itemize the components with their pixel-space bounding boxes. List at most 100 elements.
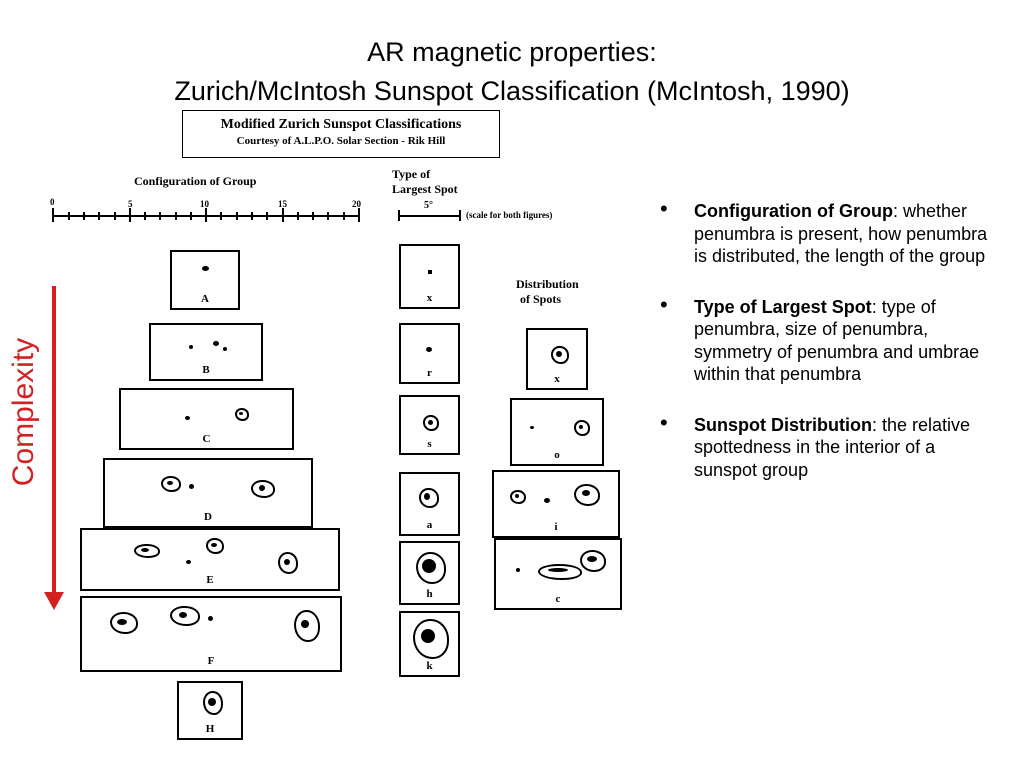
- complexity-arrow-head: [44, 592, 64, 610]
- spot-type-box: r: [399, 323, 460, 384]
- sunspot-mark: [189, 484, 194, 489]
- credit-subtitle: Courtesy of A.L.P.O. Solar Section - Rik…: [236, 135, 446, 147]
- scale-tick-label: 0: [50, 197, 55, 207]
- sunspot-mark: [161, 476, 181, 492]
- bullet-item: • Type of Largest Spot: type of penumbra…: [660, 291, 990, 386]
- spot-type-box: h: [399, 541, 460, 605]
- scale-tick: [129, 208, 131, 222]
- bullet-item: • Configuration of Group: whether penumb…: [660, 197, 990, 268]
- group-class-box: H: [177, 681, 243, 740]
- type-header-line1: Type of: [392, 167, 431, 181]
- bullet-list: • Configuration of Group: whether penumb…: [660, 197, 990, 509]
- scale-minor-tick: [343, 212, 345, 220]
- distribution-header-line1: Distribution: [516, 277, 579, 291]
- scale-minor-tick: [175, 212, 177, 220]
- scale-minor-tick: [98, 212, 100, 220]
- scale-tick-label: 20: [352, 199, 361, 209]
- bullet-description: : type of penumbra, size of penumbra, sy…: [694, 296, 980, 385]
- scale-minor-tick: [144, 212, 146, 220]
- sunspot-mark: [170, 606, 200, 626]
- bullet-term: Configuration of Group: [694, 201, 893, 221]
- sunspot-mark: [134, 544, 160, 558]
- group-class-label: F: [207, 655, 215, 667]
- bullet-term: Sunspot Distribution: [694, 414, 872, 435]
- bullet-description: : the relative spottedness in the interi…: [694, 414, 971, 480]
- scale-minor-tick: [114, 212, 116, 220]
- distribution-label: c: [555, 593, 561, 605]
- sunspot-mark: [423, 415, 439, 431]
- sunspot-mark: [428, 270, 432, 274]
- spot-type-box: k: [399, 611, 460, 677]
- sunspot-mark: [202, 266, 209, 271]
- type-header: Type of Largest Spot: [392, 167, 458, 197]
- group-class-box: F: [80, 596, 342, 672]
- distribution-label: i: [554, 521, 558, 533]
- spot-type-label: r: [427, 367, 432, 379]
- scale-tick-label: 15: [278, 199, 287, 209]
- distribution-label: x: [554, 373, 560, 385]
- figure-credit: Modified Zurich Sunspot Classifications …: [182, 110, 500, 158]
- scale-minor-tick: [236, 212, 238, 220]
- sunspot-mark: [235, 408, 249, 421]
- group-class-label: B: [202, 364, 210, 376]
- scale-tick: [52, 208, 54, 222]
- sunspot-mark: [426, 347, 432, 352]
- spot-type-label: a: [426, 519, 433, 531]
- distribution-box: i: [492, 470, 620, 538]
- scale-tick: [459, 210, 461, 221]
- sunspot-mark: [189, 345, 193, 349]
- sunspot-mark: [110, 612, 138, 634]
- distribution-box: x: [526, 328, 588, 390]
- sunspot-mark: [294, 610, 320, 642]
- sunspot-mark: [551, 346, 569, 364]
- spot-type-label: h: [426, 588, 433, 600]
- group-class-label: D: [204, 511, 212, 523]
- sunspot-mark: [251, 480, 275, 498]
- scale-minor-tick: [327, 212, 329, 220]
- sunspot-mark: [413, 619, 449, 659]
- spot-type-box: a: [399, 472, 460, 536]
- group-class-label: C: [202, 433, 211, 445]
- scale-tick: [358, 208, 360, 222]
- group-class-label: E: [206, 574, 214, 586]
- credit-title: Modified Zurich Sunspot Classifications: [220, 117, 462, 132]
- scale-minor-tick: [220, 212, 222, 220]
- bullet-item: • Sunspot Distribution: the relative spo…: [660, 411, 990, 482]
- spot-type-label: s: [427, 438, 432, 450]
- sunspot-mark: [538, 564, 582, 580]
- scale-tick-label: 10: [200, 199, 209, 209]
- group-class-box: A: [170, 250, 240, 310]
- sunspot-mark: [203, 691, 223, 715]
- slide-title-line1: AR magnetic properties:: [367, 37, 657, 67]
- sunspot-mark: [544, 498, 550, 503]
- scale-minor-tick: [68, 212, 70, 220]
- spot-type-box: x: [399, 244, 460, 309]
- group-class-box: E: [80, 528, 340, 591]
- complexity-label: Complexity: [7, 337, 40, 487]
- sunspot-mark: [185, 416, 190, 420]
- scale-tick-label: 5: [128, 199, 133, 209]
- sunspot-mark: [574, 420, 590, 436]
- spot-type-box: s: [399, 395, 460, 455]
- scale-tick: [282, 208, 284, 222]
- bullet-dot-icon: •: [660, 291, 668, 317]
- scale-minor-tick: [312, 212, 314, 220]
- bullet-description: : whether penumbra is present, how penum…: [694, 201, 988, 266]
- sunspot-mark: [510, 490, 526, 504]
- type-scale-bar: [398, 215, 460, 217]
- sunspot-mark: [206, 538, 224, 554]
- group-class-box: C: [119, 388, 294, 450]
- sunspot-mark: [530, 426, 534, 429]
- sunspot-mark: [419, 488, 439, 508]
- scale-minor-tick: [251, 212, 253, 220]
- config-header: Configuration of Group: [134, 174, 257, 188]
- distribution-header-line2: of Spots: [520, 292, 562, 306]
- sunspot-mark: [208, 616, 213, 621]
- scale-tick: [398, 210, 400, 221]
- spot-type-label: x: [426, 292, 433, 304]
- scale-minor-tick: [159, 212, 161, 220]
- bullet-term: Type of Largest Spot: [694, 296, 872, 317]
- type-scale-note: (scale for both figures): [466, 210, 553, 220]
- sunspot-mark: [574, 484, 600, 506]
- complexity-arrow-shaft: [52, 286, 56, 596]
